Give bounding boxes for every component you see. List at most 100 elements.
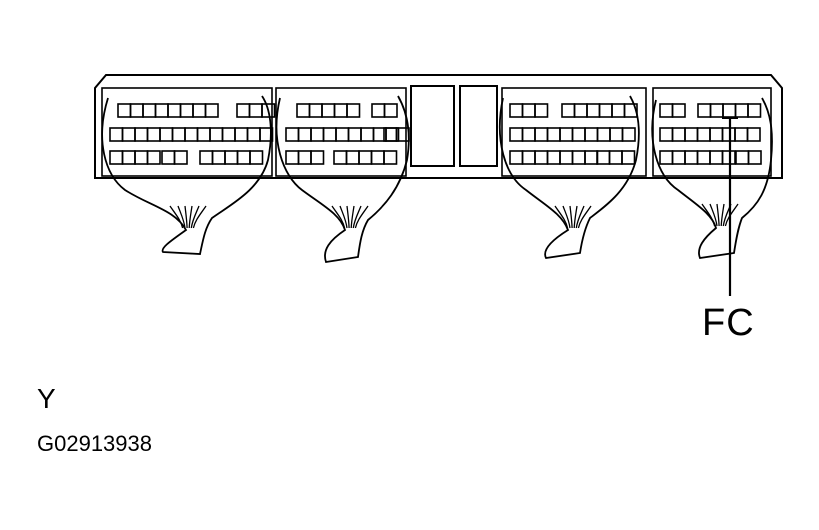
ecu-housing (94, 74, 783, 179)
harness-3 (498, 95, 640, 259)
pin (109, 127, 124, 142)
center-window-right (459, 85, 498, 167)
wire-strand (720, 203, 725, 227)
pin (573, 103, 588, 118)
pin (534, 127, 549, 142)
wire-strand (346, 205, 350, 229)
pin (333, 150, 348, 165)
pin (596, 127, 611, 142)
pin (696, 127, 711, 142)
pin (584, 127, 599, 142)
pin (173, 150, 188, 165)
pin (546, 127, 561, 142)
pin (134, 150, 149, 165)
pin (546, 150, 561, 165)
pin (221, 127, 236, 142)
pin (321, 103, 336, 118)
pin (509, 150, 524, 165)
pin (584, 150, 599, 165)
pin (146, 127, 161, 142)
pin (285, 150, 300, 165)
pin (735, 150, 750, 165)
pin (333, 103, 348, 118)
pin (121, 127, 136, 142)
pin (721, 150, 736, 165)
pin (534, 150, 549, 165)
pin (296, 103, 311, 118)
pin (383, 103, 398, 118)
pin (509, 127, 524, 142)
wire-strand (573, 205, 578, 229)
pin (722, 103, 737, 118)
pin (659, 103, 674, 118)
wire-strand (184, 205, 188, 229)
pin (709, 127, 724, 142)
pin (598, 103, 613, 118)
pin (521, 103, 536, 118)
pin (659, 150, 674, 165)
pin (671, 103, 686, 118)
pin (285, 127, 300, 142)
pin (371, 103, 386, 118)
pin (659, 127, 674, 142)
pin (360, 127, 375, 142)
pin (134, 127, 149, 142)
pin (142, 103, 157, 118)
connector-group (101, 87, 772, 177)
pin (671, 150, 686, 165)
pin (159, 127, 174, 142)
pin (154, 103, 169, 118)
pin (611, 103, 626, 118)
wire-strand (575, 205, 585, 229)
pin (721, 127, 736, 142)
pin (709, 150, 724, 165)
pin (117, 103, 132, 118)
view-label: Y (37, 383, 56, 414)
pin (347, 127, 362, 142)
pin (521, 127, 536, 142)
pin (261, 103, 276, 118)
pin (608, 150, 623, 165)
connector-3 (501, 87, 647, 177)
pin (345, 150, 360, 165)
figure-id: G02913938 (37, 431, 152, 456)
pin (534, 103, 549, 118)
pin (246, 127, 261, 142)
pin (184, 127, 199, 142)
pin (259, 127, 274, 142)
pin (571, 127, 586, 142)
pin (596, 150, 611, 165)
pin (167, 103, 182, 118)
pin (571, 150, 586, 165)
pin (709, 103, 724, 118)
wire-strand (350, 205, 355, 229)
pin (146, 150, 161, 165)
pin (335, 127, 350, 142)
wire-strand (352, 205, 362, 229)
harness-1 (101, 95, 272, 255)
pin (234, 127, 249, 142)
pin (734, 103, 749, 118)
harness-4 (651, 97, 773, 259)
pin (747, 103, 762, 118)
pin (346, 103, 361, 118)
pin (684, 150, 699, 165)
pin (696, 150, 711, 165)
wire-strand (562, 205, 571, 229)
pin (561, 103, 576, 118)
pin (236, 103, 251, 118)
wire-strand (192, 205, 207, 229)
pin (370, 150, 385, 165)
pin (621, 150, 636, 165)
pin (249, 150, 264, 165)
wire-strand (177, 205, 186, 229)
wire-strand (716, 203, 720, 227)
pin (209, 127, 224, 142)
wire-strand (724, 203, 739, 227)
wire-strand (569, 205, 573, 229)
pin (179, 103, 194, 118)
wire-strand (701, 203, 716, 227)
pin (322, 127, 337, 142)
pin (224, 150, 239, 165)
pin (109, 150, 124, 165)
